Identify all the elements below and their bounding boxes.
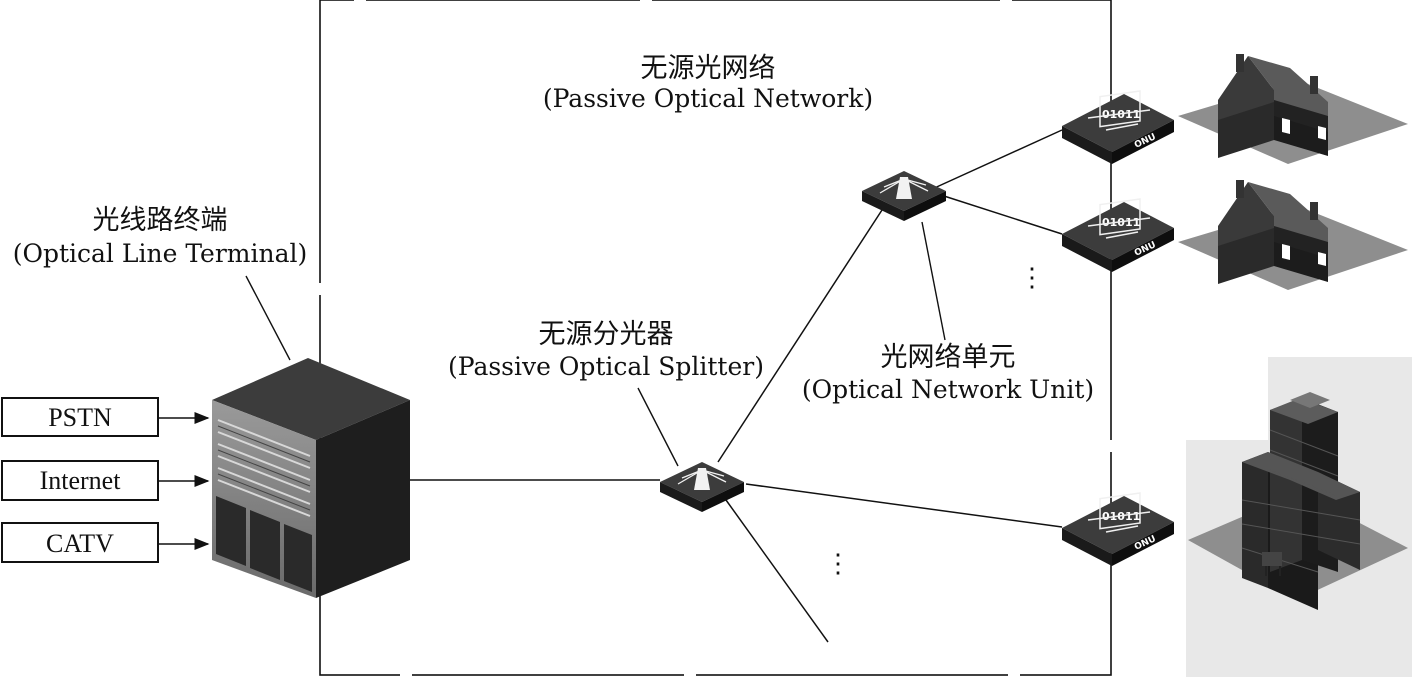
- svg-text:01011: 01011: [1102, 510, 1140, 523]
- splitter-label-cn: 无源分光器: [539, 319, 674, 350]
- onu-device-icon: 01011 ONU: [1062, 492, 1174, 566]
- svg-text:01011: 01011: [1102, 108, 1140, 121]
- fiber-splitter-to-splitter2: [717, 209, 883, 463]
- boundary-gaps: [316, 0, 1115, 677]
- house-icon: [1178, 180, 1408, 290]
- olt-label-en: (Optical Line Terminal): [13, 239, 308, 268]
- fiber-splitter-to-onu3: [745, 483, 1063, 528]
- ellipsis-onu: ⋮: [1019, 263, 1045, 293]
- fiber-splitter-branch: [725, 499, 829, 643]
- olt-label-cn: 光线路终端: [93, 205, 228, 236]
- input-pstn: PSTN: [1, 397, 210, 437]
- pon-boundary: [319, 0, 1112, 676]
- splitter-icon: [660, 462, 744, 512]
- onu-device-icon: 01011 ONU: [1062, 198, 1174, 272]
- input-internet: Internet: [1, 460, 210, 501]
- splitter-label-en: (Passive Optical Splitter): [448, 352, 764, 381]
- office-building-icon: [1188, 392, 1408, 610]
- input-catv-label: CATV: [46, 529, 114, 558]
- splitter-icon: [862, 171, 946, 221]
- house-icon: [1178, 54, 1408, 164]
- onu-device-icon: 01011 ONU: [1062, 90, 1174, 164]
- ellipsis-branch: ⋮: [825, 549, 851, 579]
- input-pstn-label: PSTN: [48, 403, 112, 432]
- input-catv: CATV: [1, 522, 210, 563]
- leader-lines: [245, 221, 946, 467]
- olt-cabinet-icon: [212, 358, 410, 598]
- fiber-splitter2-to-onu1: [929, 129, 1063, 191]
- input-internet-label: Internet: [40, 466, 122, 495]
- onu-label-en: (Optical Network Unit): [802, 375, 1094, 404]
- svg-text:01011: 01011: [1102, 216, 1140, 229]
- fiber-lines: [410, 129, 1063, 643]
- onu-label-cn: 光网络单元: [881, 342, 1016, 373]
- fiber-splitter2-to-onu2: [943, 195, 1063, 235]
- pon-title-cn: 无源光网络: [641, 53, 776, 84]
- pon-title-en: (Passive Optical Network): [543, 84, 873, 113]
